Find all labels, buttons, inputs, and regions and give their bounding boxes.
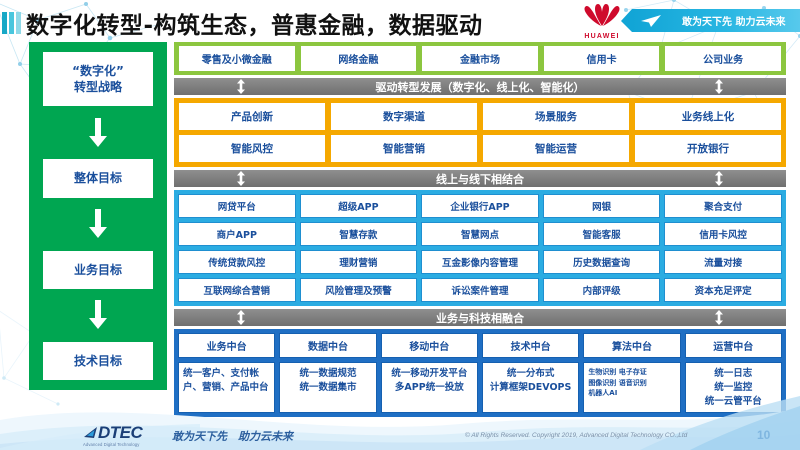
- business-goal-cell[interactable]: 诉讼案件管理: [421, 278, 539, 302]
- tech-goals-body-row: 统一客户、支付帐户、营销、产品中台 统一数据规范统一数据集市 统一移动开发平台多…: [178, 362, 782, 414]
- business-goals-row: 传统贷款风控 理财营销 互金影像内容管理 历史数据查询 流量对接: [178, 250, 782, 274]
- down-arrow-icon: [89, 300, 107, 330]
- connector-bar-drive: 驱动转型发展（数字化、线上化、智能化）: [174, 78, 786, 95]
- dtec-tagline: Advanced Digital Technology: [83, 442, 140, 447]
- business-goal-cell[interactable]: 超级APP: [299, 194, 418, 218]
- business-line-cell[interactable]: 公司业务: [665, 46, 781, 71]
- strategy-sidebar: “数字化”转型战略 整体目标 业务目标 技术目标: [29, 42, 167, 390]
- business-goals-row: 商户APP 智慧存款 智慧网点 智能客服 信用卡风控: [178, 222, 782, 246]
- huawei-logo: HUAWEI: [574, 3, 630, 41]
- tech-platform-header[interactable]: 算法中台: [583, 333, 681, 358]
- title-accent-bars: [2, 12, 32, 34]
- copyright-text: © All Rights Reserved. Copyright 2019, A…: [465, 432, 688, 439]
- business-goal-cell[interactable]: 互金影像内容管理: [421, 250, 539, 274]
- overall-goals-row: 产品创新 数字渠道 场景服务 业务线上化: [179, 103, 781, 130]
- tech-platform-detail[interactable]: 统一分布式计算框架DEVOPS: [481, 362, 580, 414]
- huawei-slogan-banner: 敢为天下先 助力云未来: [621, 9, 800, 32]
- business-goal-cell[interactable]: 智慧存款: [299, 222, 418, 246]
- business-goal-cell[interactable]: 智慧网点: [421, 222, 539, 246]
- sidebar-item-tech-goal[interactable]: 技术目标: [43, 341, 153, 380]
- business-goal-cell[interactable]: 传统贷款风控: [178, 250, 296, 274]
- tech-goals-block: 业务中台 数据中台 移动中台 技术中台 算法中台 运营中台 统一客户、支付帐户、…: [174, 329, 786, 418]
- overall-goals-row: 智能风控 智能营销 智能运营 开放银行: [179, 135, 781, 162]
- connector-label: 驱动转型发展（数字化、线上化、智能化）: [375, 80, 585, 94]
- up-down-arrow-icon: [715, 79, 723, 94]
- business-goal-cell[interactable]: 内部评级: [542, 278, 661, 302]
- tech-goals-header-row: 业务中台 数据中台 移动中台 技术中台 算法中台 运营中台: [178, 333, 782, 358]
- tech-platform-header[interactable]: 移动中台: [380, 333, 478, 358]
- down-arrow-icon: [89, 117, 107, 147]
- business-line-cell[interactable]: 金融市场: [422, 46, 538, 71]
- overall-goal-cell[interactable]: 业务线上化: [635, 103, 781, 130]
- up-down-arrow-icon: [715, 171, 723, 186]
- up-down-arrow-icon: [715, 310, 723, 325]
- page-title: 数字化转型-构筑生态，普惠金融，数据驱动: [26, 13, 483, 39]
- business-goal-cell[interactable]: 网银: [542, 194, 661, 218]
- business-goals-row: 网贷平台 超级APP 企业银行APP 网银 聚合支付: [178, 194, 782, 218]
- huawei-flower-icon: [584, 4, 620, 27]
- business-goal-cell[interactable]: 商户APP: [178, 222, 296, 246]
- dtec-logo: DTEC Advanced Digital Technology: [83, 423, 165, 447]
- business-goal-cell[interactable]: 理财营销: [299, 250, 418, 274]
- page-number: 10: [757, 428, 771, 442]
- up-down-arrow-icon: [237, 79, 245, 94]
- up-down-arrow-icon: [237, 310, 245, 325]
- connector-bar-biz-tech: 业务与科技相融合: [174, 309, 786, 326]
- sidebar-item-business-goal[interactable]: 业务目标: [43, 250, 153, 289]
- sidebar-item-overall-goal[interactable]: 整体目标: [43, 159, 153, 198]
- business-goal-cell[interactable]: 资本充足评定: [664, 278, 782, 302]
- tech-platform-detail[interactable]: 统一移动开发平台多APP统一投放: [380, 362, 478, 414]
- tech-platform-detail[interactable]: 统一日志统一监控统一云管平台: [684, 362, 782, 414]
- business-goals-block: 网贷平台 超级APP 企业银行APP 网银 聚合支付 商户APP 智慧存款 智慧…: [174, 190, 786, 306]
- business-goal-cell[interactable]: 流量对接: [664, 250, 782, 274]
- footer-slogan: 敢为天下先 助力云未来: [172, 430, 293, 443]
- connector-bar-online-offline: 线上与线下相结合: [174, 170, 786, 187]
- overall-goal-cell[interactable]: 智能运营: [483, 135, 629, 162]
- business-goal-cell[interactable]: 聚合支付: [664, 194, 782, 218]
- huawei-wordmark: HUAWEI: [584, 33, 620, 40]
- business-goal-cell[interactable]: 信用卡风控: [664, 222, 782, 246]
- business-line-cell[interactable]: 信用卡: [543, 46, 660, 71]
- tech-platform-header[interactable]: 技术中台: [481, 333, 580, 358]
- overall-goal-cell[interactable]: 产品创新: [179, 103, 325, 130]
- tech-platform-detail[interactable]: 统一客户、支付帐户、营销、产品中台: [178, 362, 276, 414]
- overall-goal-cell[interactable]: 开放银行: [635, 135, 781, 162]
- tech-platform-header[interactable]: 运营中台: [684, 333, 782, 358]
- tech-platform-header[interactable]: 数据中台: [279, 333, 377, 358]
- overall-goal-cell[interactable]: 场景服务: [483, 103, 629, 130]
- tech-platform-detail[interactable]: 统一数据规范统一数据集市: [279, 362, 377, 414]
- business-goal-cell[interactable]: 智能客服: [542, 222, 661, 246]
- footer-wave-decoration: [0, 396, 800, 450]
- dtec-wordmark: DTEC: [98, 423, 143, 442]
- overall-goals-block: 产品创新 数字渠道 场景服务 业务线上化 智能风控 智能营销 智能运营 开放银行: [174, 98, 786, 167]
- overall-goal-cell[interactable]: 智能营销: [331, 135, 477, 162]
- paper-plane-icon: [641, 14, 661, 27]
- business-line-cell[interactable]: 网络金融: [300, 46, 417, 71]
- up-down-arrow-icon: [237, 171, 245, 186]
- dtec-arrow-icon: [84, 427, 97, 438]
- business-goal-cell[interactable]: 互联网综合营销: [178, 278, 296, 302]
- business-goals-row: 互联网综合营销 风险管理及预警 诉讼案件管理 内部评级 资本充足评定: [178, 278, 782, 302]
- main-content: 零售及小微金融 网络金融 金融市场 信用卡 公司业务 驱动转型发展（数字化、线上…: [174, 42, 786, 418]
- tech-platform-header[interactable]: 业务中台: [178, 333, 276, 358]
- overall-goal-cell[interactable]: 智能风控: [179, 135, 325, 162]
- connector-label: 线上与线下相结合: [436, 172, 524, 186]
- business-goal-cell[interactable]: 企业银行APP: [421, 194, 539, 218]
- down-arrow-icon: [89, 209, 107, 239]
- connector-label: 业务与科技相融合: [436, 311, 524, 325]
- business-lines-row: 零售及小微金融 网络金融 金融市场 信用卡 公司业务: [174, 42, 786, 75]
- business-goal-cell[interactable]: 风险管理及预警: [299, 278, 418, 302]
- tech-platform-detail[interactable]: 生物识别 电子存证图像识别 语音识别机器人AI: [583, 362, 681, 414]
- banner-text: 敢为天下先 助力云未来: [682, 17, 786, 28]
- business-goal-cell[interactable]: 网贷平台: [178, 194, 296, 218]
- business-goal-cell[interactable]: 历史数据查询: [542, 250, 661, 274]
- business-line-cell[interactable]: 零售及小微金融: [179, 46, 295, 71]
- overall-goal-cell[interactable]: 数字渠道: [331, 103, 477, 130]
- sidebar-item-strategy[interactable]: “数字化”转型战略: [43, 52, 153, 107]
